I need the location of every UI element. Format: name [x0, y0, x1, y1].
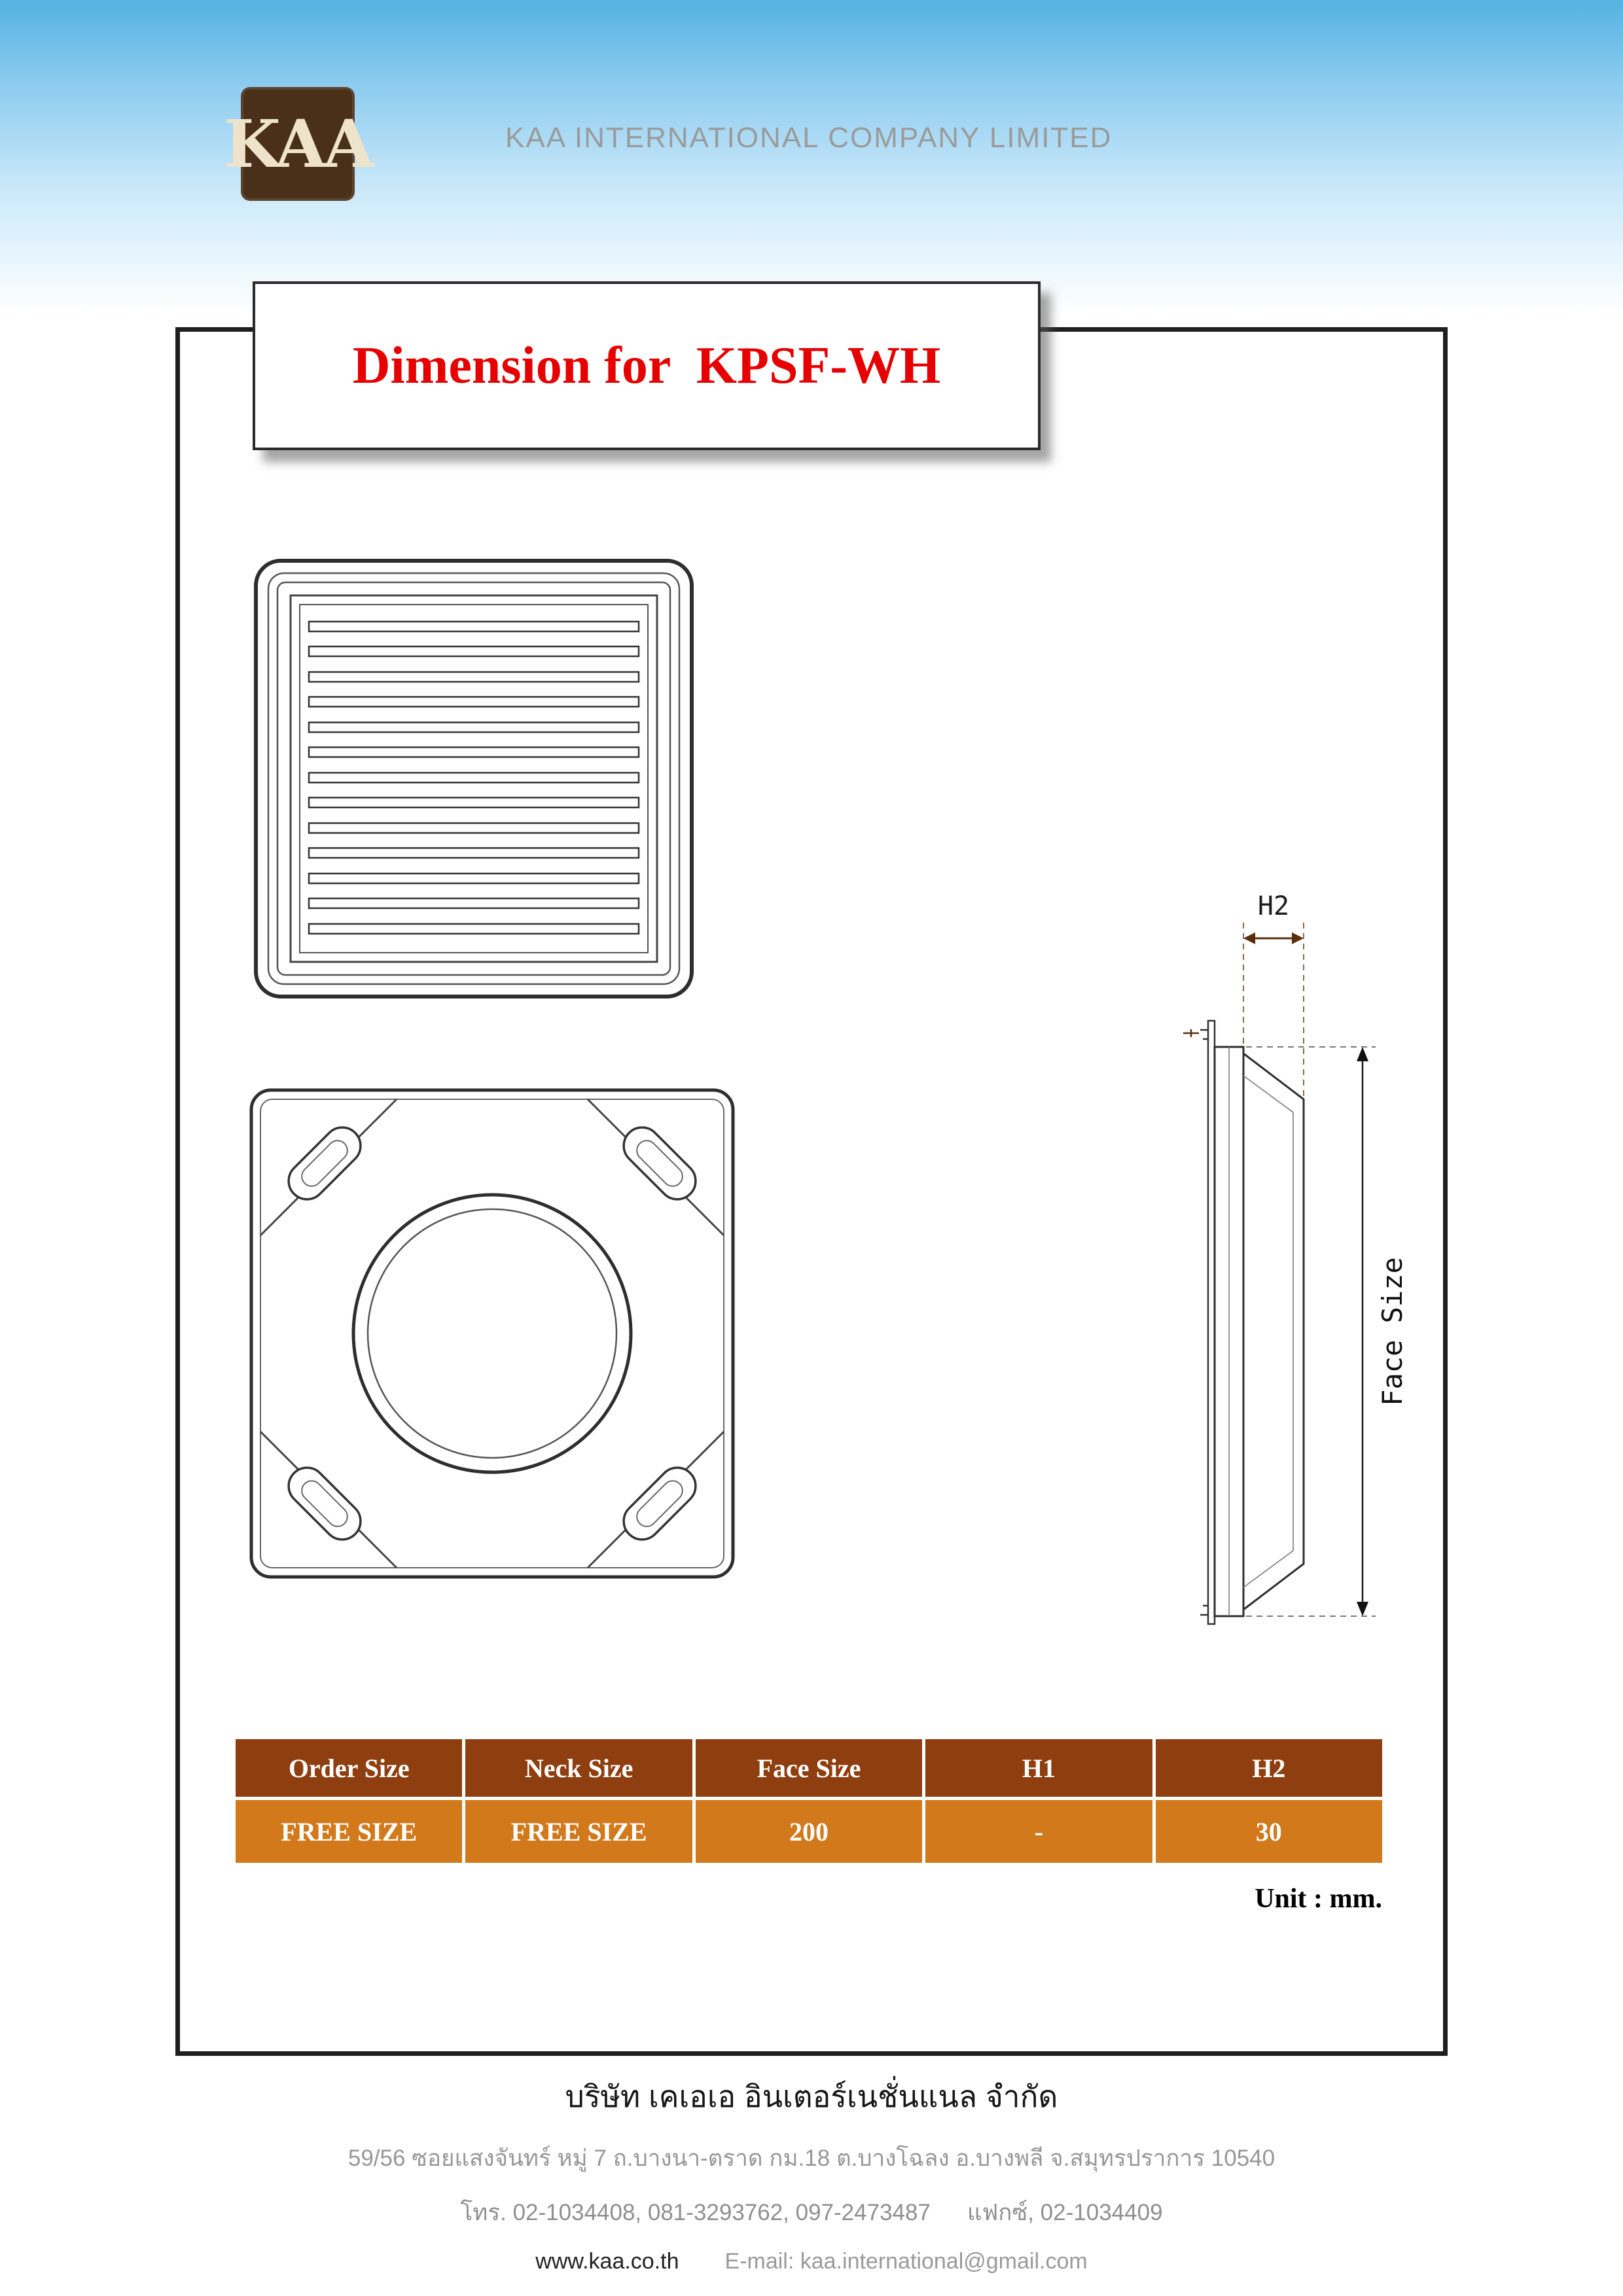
- kaa-logo: KAA: [224, 87, 374, 201]
- footer-phone: โทร. 02-1034408, 081-3293762, 097-247348…: [460, 2200, 931, 2225]
- louver-slats: [308, 620, 640, 935]
- cell-h1: -: [925, 1800, 1152, 1863]
- footer-company-name-th: บริษัท เคเอเอ อินเตอร์เนชั่นแนล จำกัด: [565, 2079, 1058, 2113]
- col-header-h1: H1: [925, 1739, 1152, 1797]
- corner-slot-bottom-left: [287, 1466, 362, 1541]
- cell-h2: 30: [1155, 1800, 1382, 1863]
- side-view-drawing: H2 Face Size: [1183, 891, 1408, 1625]
- h2-dimension-arrow: [1243, 932, 1304, 944]
- cell-order-size: FREE SIZE: [236, 1800, 463, 1863]
- footer-address: 59/56 ซอยแสงจันทร์ หมู่ 7 ถ.บางนา-ตราด ก…: [348, 2146, 1275, 2171]
- front-view-drawing: [254, 559, 694, 998]
- back-view-drawing: [249, 1088, 735, 1579]
- face-size-dimension-label: Face Size: [1376, 1257, 1408, 1406]
- kaa-logo-text: KAA: [223, 105, 374, 183]
- spec-table: Order Size Neck Size Face Size H1 H2 FRE…: [236, 1739, 1382, 1863]
- footer: บริษัท เคเอเอ อินเตอร์เนชั่นแนล จำกัด 59…: [0, 2073, 1623, 2274]
- col-header-h2: H2: [1155, 1739, 1382, 1797]
- footer-email-link[interactable]: E-mail: kaa.international@gmail.com: [724, 2249, 1088, 2274]
- page-title: Dimension for KPSF-WH: [352, 336, 941, 395]
- cell-face-size: 200: [695, 1800, 923, 1863]
- footer-fax: แฟกซ์, 02-1034409: [967, 2200, 1163, 2225]
- cell-neck-size: FREE SIZE: [465, 1800, 692, 1863]
- corner-slot-bottom-right: [622, 1466, 697, 1541]
- face-size-extension-lines: [1246, 1046, 1376, 1617]
- col-header-order-size: Order Size: [236, 1739, 463, 1797]
- h2-dimension-label: H2: [1258, 891, 1289, 921]
- col-header-neck-size: Neck Size: [465, 1739, 692, 1797]
- face-size-dimension-arrow: [1357, 1047, 1368, 1616]
- back-outer-frame: [249, 1088, 735, 1579]
- corner-slot-top-right: [622, 1126, 697, 1201]
- neck-circle-outer: [351, 1193, 633, 1474]
- title-box: Dimension for KPSF-WH: [253, 281, 1041, 450]
- company-name: KAA INTERNATIONAL COMPANY LIMITED: [505, 122, 1113, 154]
- corner-slot-top-left: [287, 1126, 362, 1201]
- neck-circle-inner: [366, 1208, 618, 1459]
- unit-note: Unit : mm.: [1255, 1884, 1382, 1914]
- footer-web-line: www.kaa.co.th E-mail: kaa.international@g…: [0, 2249, 1623, 2274]
- footer-website-link[interactable]: www.kaa.co.th: [535, 2249, 679, 2274]
- h2-extension-lines: [1243, 923, 1304, 1098]
- footer-phone-line: โทร. 02-1034408, 081-3293762, 097-247348…: [0, 2195, 1623, 2231]
- profile-shape: [1183, 1019, 1305, 1625]
- col-header-face-size: Face Size: [695, 1739, 923, 1797]
